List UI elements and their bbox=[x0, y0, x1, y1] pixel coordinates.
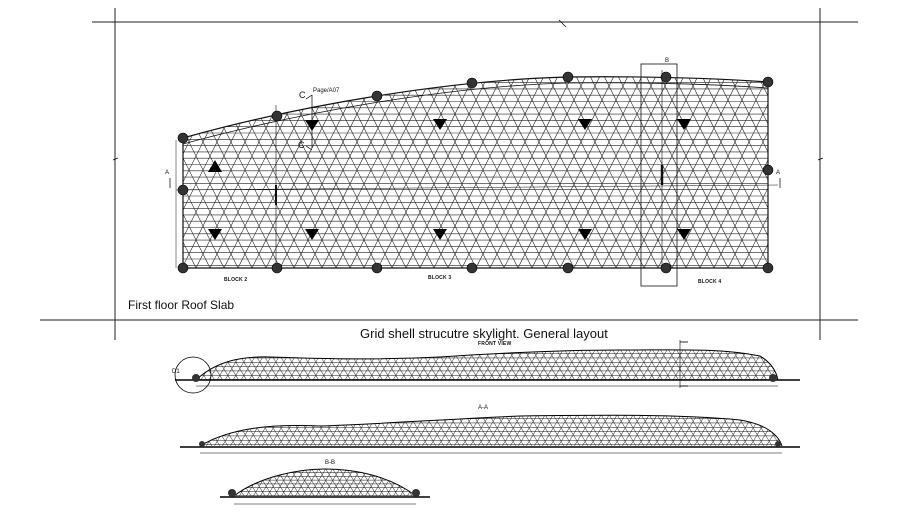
front-view-label: FRONT VIEW bbox=[478, 341, 512, 347]
general-caption: Grid shell strucutre skylight. General l… bbox=[360, 326, 608, 341]
plan-title: First floor Roof Slab bbox=[128, 298, 235, 312]
plan-columns bbox=[177, 71, 774, 274]
block-3-label: BLOCK 3 bbox=[428, 275, 452, 281]
section-a-mark-left: A bbox=[165, 170, 170, 176]
page-reference: Page/A07 bbox=[313, 88, 340, 94]
border-lines bbox=[40, 8, 858, 340]
skylight-markers bbox=[208, 119, 691, 240]
block-4-label: BLOCK 4 bbox=[698, 279, 722, 285]
section-aa-label: A-A bbox=[478, 405, 489, 411]
block-2-label: BLOCK 2 bbox=[224, 277, 248, 283]
section-c-mark-top: C bbox=[299, 90, 306, 100]
section-marks bbox=[112, 19, 824, 188]
section-bb bbox=[220, 468, 430, 505]
section-a-mark-right: A bbox=[776, 170, 781, 176]
detail-label: D1 bbox=[172, 369, 180, 375]
section-b-mark: B bbox=[665, 58, 670, 64]
front-view bbox=[174, 340, 800, 394]
section-bb-label: B-B bbox=[325, 460, 336, 466]
section-c-mark-bottom: C bbox=[298, 140, 305, 150]
section-aa bbox=[180, 414, 800, 454]
